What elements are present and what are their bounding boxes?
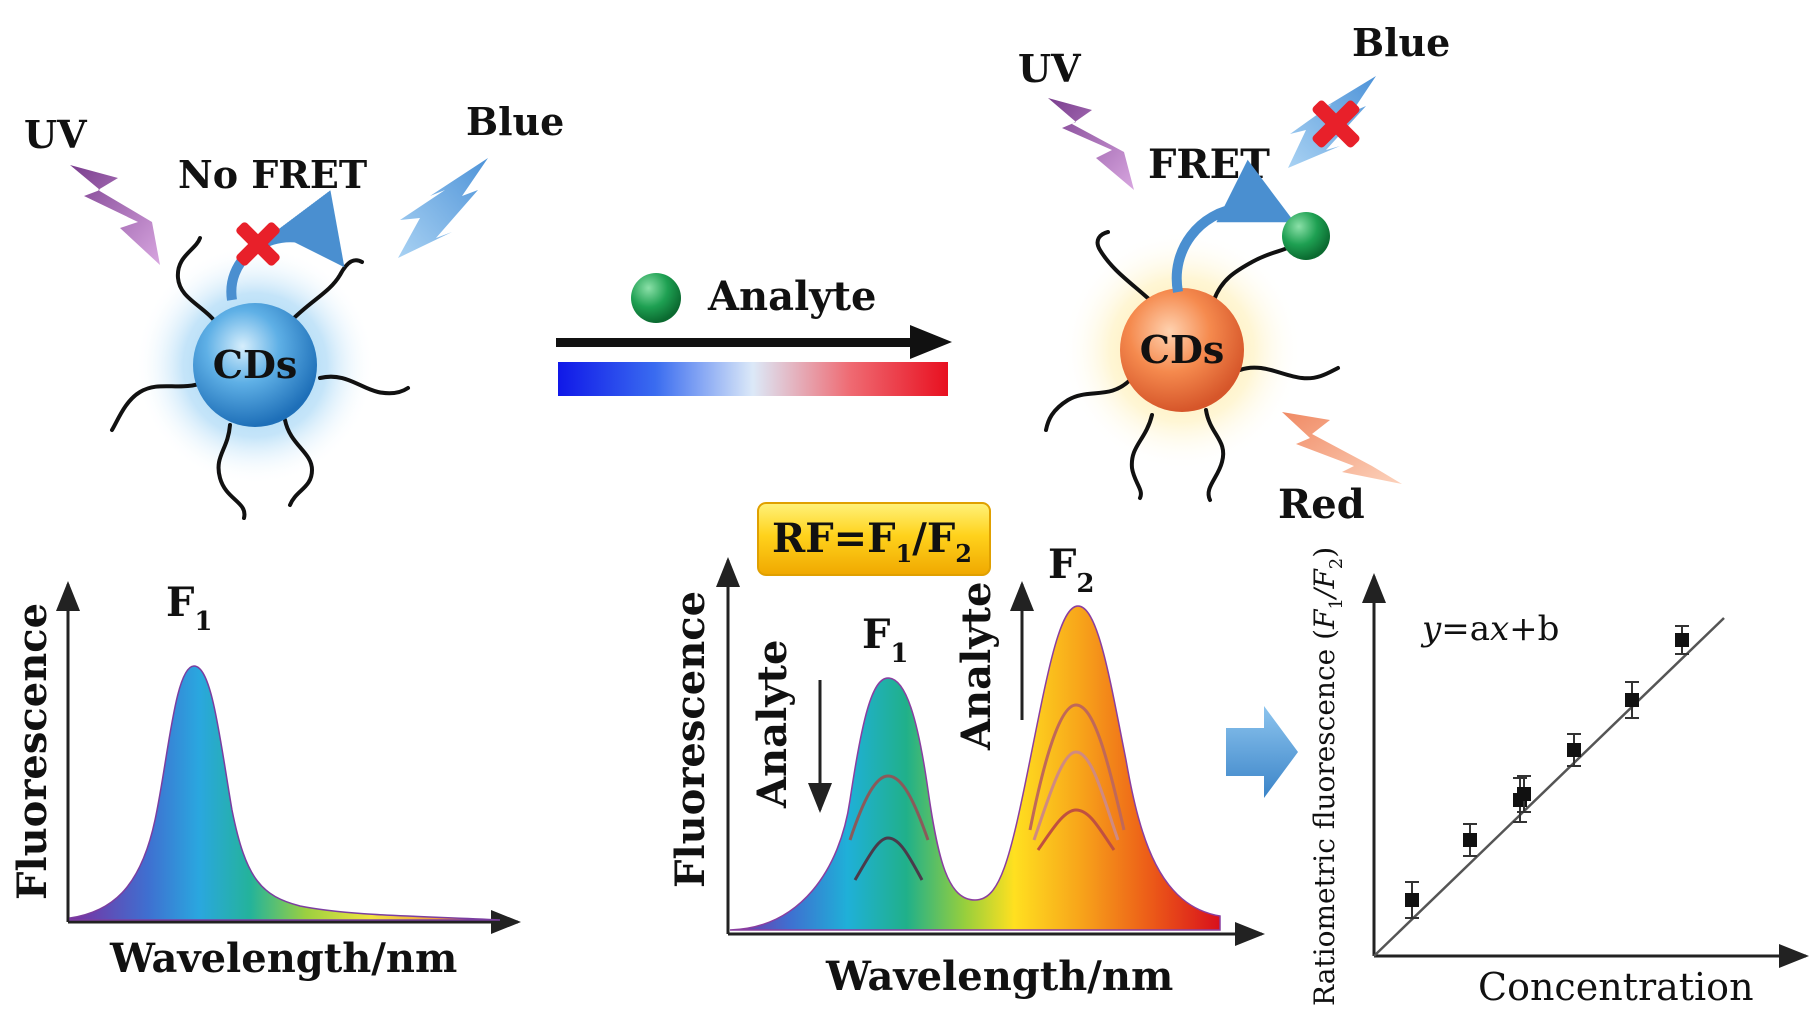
left-particle-scene: UV Blue No FRET CDs [24,99,564,520]
dual-peak-spectrum [729,605,1221,931]
blocked-energy-arrow [226,190,345,301]
plot-right: Ratiometric fluorescence (F1/F2) Concent… [1308,547,1809,1009]
analyte-label: Analyte [707,273,876,320]
plot-left-xlabel: Wavelength/nm [109,935,457,982]
calibration-points [1405,625,1689,919]
fret-label: FRET [1148,141,1270,188]
right-particle-scene: UV Blue FRET CDs Red [1018,20,1450,528]
f2-curve-low [1036,808,1116,851]
plot-middle-xlabel: Wavelength/nm [825,953,1173,1000]
bound-analyte-ball [1282,212,1330,260]
plot-left-ylabel: Fluorescence [9,603,56,900]
plot-left-peak-label: F1 [166,579,213,637]
data-point-marker [1405,893,1419,907]
transition-arrow-head [910,325,952,359]
left-cds-label: CDs [213,342,298,387]
blue-label: Blue [466,99,564,144]
single-peak-curve [69,665,501,921]
ratio-formula-text: RF=F1/F2 [772,515,972,568]
peak-f2-label: F2 [1048,541,1095,599]
analyte-ball [631,273,681,323]
analyte-down-label: Analyte [749,640,796,809]
peak-f1-label: F1 [862,611,909,669]
analyte-transition: Analyte [556,273,952,396]
uv-bolt-icon-right [1048,98,1134,190]
plot-middle: RF=F1/F2 F1 F2 Analyte Analyte Fluoresce… [667,502,1265,1000]
ligand-strands-right [1044,230,1340,502]
f1-curve-mid [848,774,930,841]
plot-right-xlabel: Concentration [1478,965,1754,1009]
plot-right-ylabel: Ratiometric fluorescence (F1/F2) [1308,547,1347,1006]
big-arrow-icon [1226,706,1298,798]
data-point-marker [1675,633,1689,647]
data-point-marker [1517,787,1531,801]
spectral-series-lines [848,703,1126,881]
cross-icon [236,222,280,266]
uv-bolt-icon [70,165,160,265]
color-gradient-bar [558,362,948,396]
f1-curve-low [853,836,924,881]
data-point-marker [1625,693,1639,707]
plot-middle-ylabel: Fluorescence [667,591,714,888]
blue-label-right: Blue [1352,20,1450,65]
right-cds-particle [1120,288,1244,412]
uv-label: UV [24,112,88,157]
ratio-formula-box [757,502,991,576]
uv-label-right: UV [1018,46,1082,91]
f2-curve-mid [1028,703,1126,831]
right-cds-label: CDs [1140,327,1225,372]
ligand-strands [110,236,410,520]
energy-transfer-arrow [1171,159,1295,293]
linear-equation: y=ax+b [1420,609,1559,649]
fit-line [1373,617,1725,957]
red-bolt-icon [1282,412,1402,484]
data-point-marker [1463,833,1477,847]
blue-bolt-icon [398,158,488,258]
left-cds-particle [193,303,317,427]
data-point-marker [1567,743,1581,757]
no-fret-label: No FRET [178,152,367,197]
f2-curve-mid2 [1032,750,1120,841]
plot-left: F1 Fluorescence Wavelength/nm [9,579,521,982]
red-label: Red [1278,481,1365,528]
analyte-up-label: Analyte [953,582,1000,751]
cross-icon-right [1312,100,1360,148]
